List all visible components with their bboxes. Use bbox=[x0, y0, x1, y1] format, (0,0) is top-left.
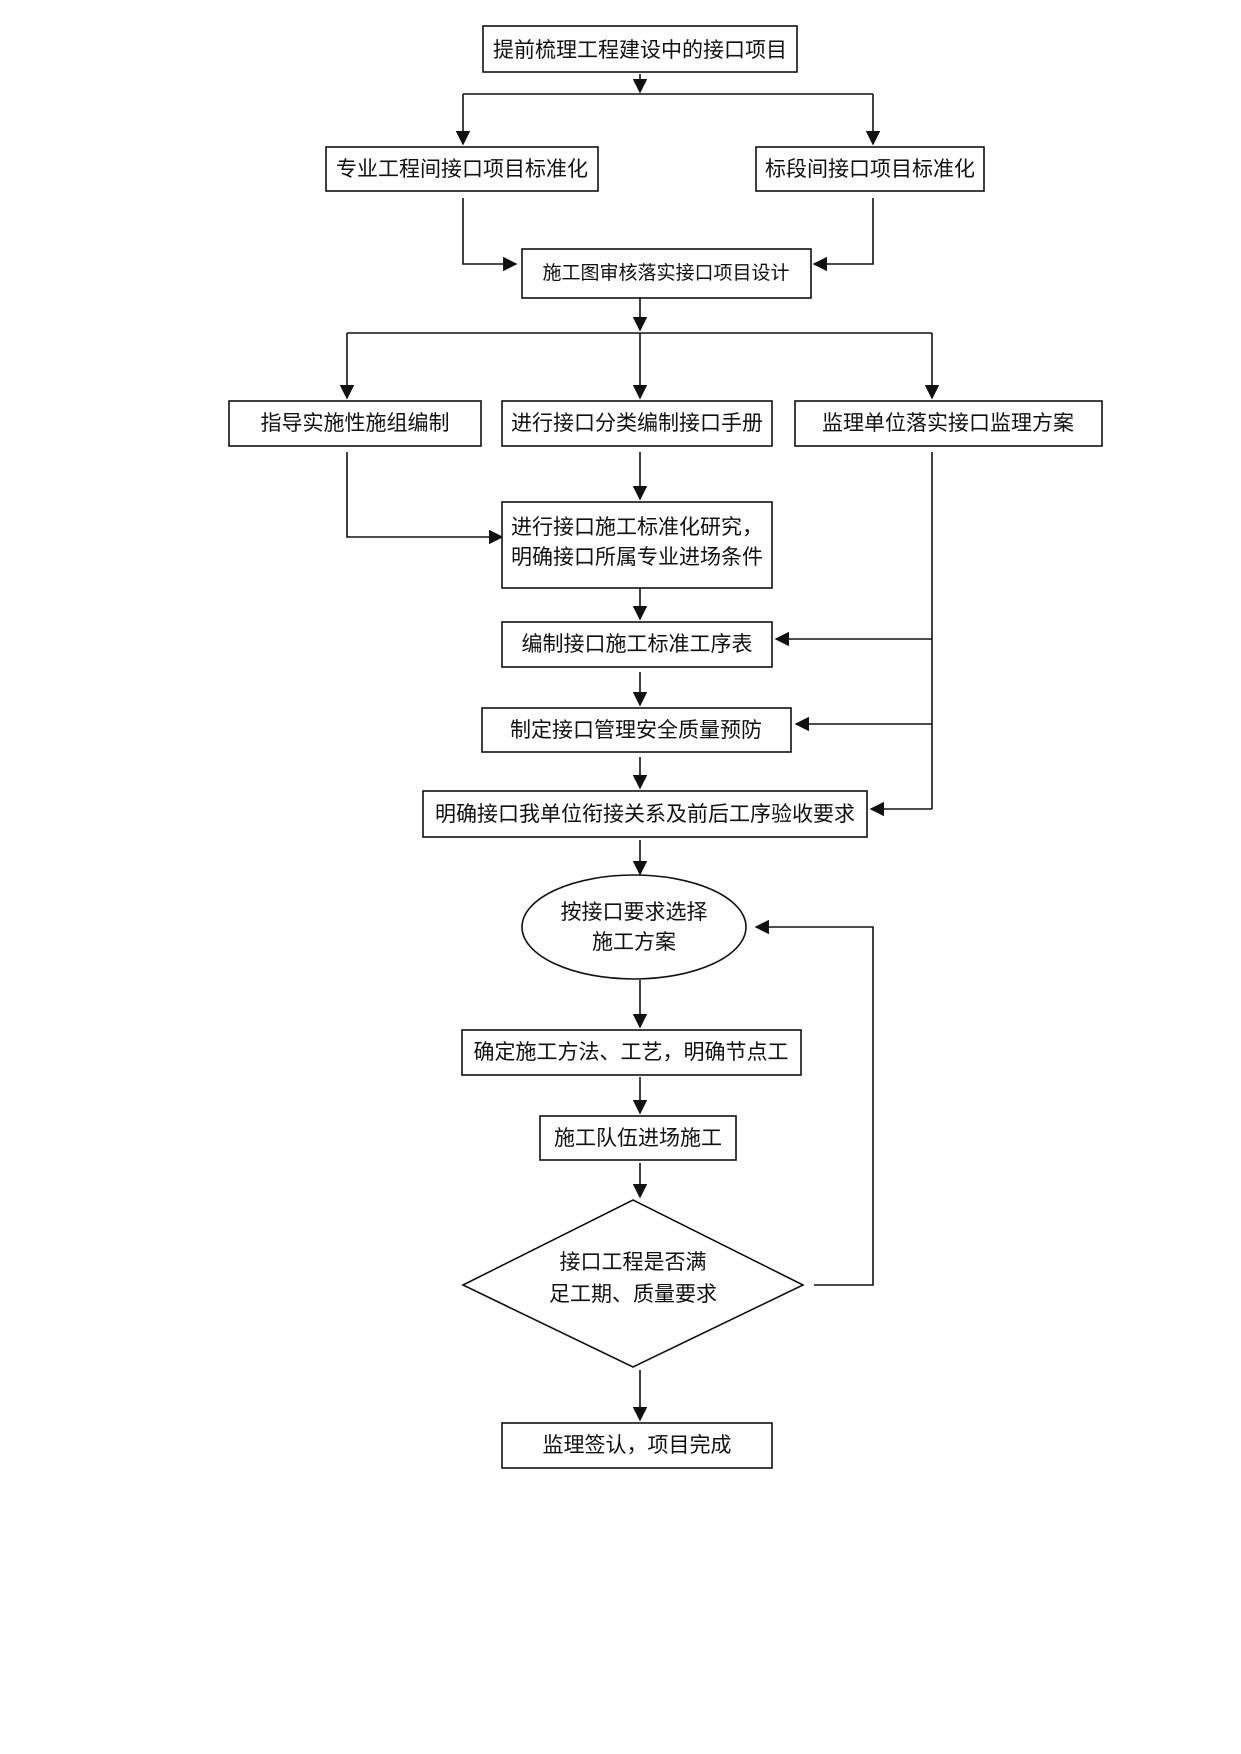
node-end: 监理签认，项目完成 bbox=[501, 1422, 773, 1469]
node-method-process: 确定施工方法、工艺，明确节点工 bbox=[461, 1029, 802, 1076]
node-supervision-plan-label: 监理单位落实接口监理方案 bbox=[822, 411, 1074, 435]
node-handover-requirements: 明确接口我单位衔接关系及前后工序验收要求 bbox=[422, 790, 868, 838]
node-classify-manual: 进行接口分类编制接口手册 bbox=[501, 400, 773, 447]
node-standard-research-label-line2: 明确接口所属专业进场条件 bbox=[511, 545, 763, 569]
arrow-decision-feedback bbox=[754, 919, 874, 1286]
arrow-section-to-review bbox=[812, 198, 874, 272]
node-choose-plan-label-line2: 施工方案 bbox=[592, 930, 676, 954]
node-choose-plan-label-line1: 按接口要求选择 bbox=[561, 900, 708, 924]
node-end-label: 监理签认，项目完成 bbox=[543, 1433, 732, 1457]
node-drawing-review: 施工图审核落实接口项目设计 bbox=[521, 248, 812, 299]
node-section-standardize-label: 标段间接口项目标准化 bbox=[765, 157, 975, 181]
node-supervision-plan: 监理单位落实接口监理方案 bbox=[794, 400, 1103, 447]
node-safety-quality-label: 制定接口管理安全质量预防 bbox=[510, 718, 762, 742]
node-section-standardize: 标段间接口项目标准化 bbox=[755, 146, 985, 192]
node-team-enter-label: 施工队伍进场施工 bbox=[554, 1126, 722, 1150]
node-method-process-label: 确定施工方法、工艺，明确节点工 bbox=[474, 1040, 789, 1064]
node-handover-requirements-label: 明确接口我单位衔接关系及前后工序验收要求 bbox=[435, 802, 855, 826]
node-specialty-standardize-label: 专业工程间接口项目标准化 bbox=[336, 157, 588, 181]
connectors bbox=[339, 74, 940, 1422]
node-drawing-review-label: 施工图审核落实接口项目设计 bbox=[542, 262, 789, 284]
node-procedure-table-label: 编制接口施工标准工序表 bbox=[522, 632, 753, 656]
node-classify-manual-label: 进行接口分类编制接口手册 bbox=[511, 411, 763, 435]
node-decision: 接口工程是否满 足工期、质量要求 bbox=[461, 1199, 805, 1368]
node-guide-compile: 指导实施性施组编制 bbox=[228, 400, 482, 447]
node-choose-plan: 按接口要求选择 施工方案 bbox=[521, 874, 747, 980]
node-guide-compile-label: 指导实施性施组编制 bbox=[261, 411, 450, 435]
node-procedure-table: 编制接口施工标准工序表 bbox=[501, 621, 773, 668]
node-decision-label-line2: 足工期、质量要求 bbox=[549, 1282, 717, 1306]
node-start: 提前梳理工程建设中的接口项目 bbox=[482, 25, 798, 73]
node-team-enter: 施工队伍进场施工 bbox=[539, 1115, 737, 1161]
arrow-specialty-to-review bbox=[462, 198, 518, 272]
node-specialty-standardize: 专业工程间接口项目标准化 bbox=[325, 146, 599, 192]
node-safety-quality: 制定接口管理安全质量预防 bbox=[481, 707, 792, 753]
node-standard-research-label-line1: 进行接口施工标准化研究， bbox=[511, 515, 763, 539]
node-decision-label-line1: 接口工程是否满 bbox=[560, 1250, 707, 1274]
arrow-guide-to-research bbox=[346, 452, 504, 545]
node-standard-research: 进行接口施工标准化研究， 明确接口所属专业进场条件 bbox=[501, 501, 773, 589]
node-start-label: 提前梳理工程建设中的接口项目 bbox=[493, 38, 787, 62]
